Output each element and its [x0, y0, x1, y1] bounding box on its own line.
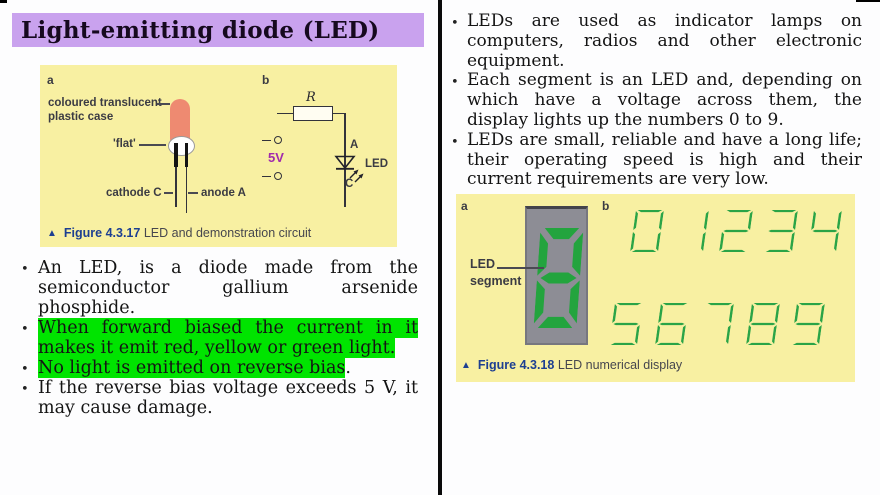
digit-row-5-9	[609, 303, 825, 345]
page-title: Light-emitting diode (LED)	[12, 13, 424, 47]
led-cathode-wire	[175, 167, 177, 207]
bullet-icon: •	[21, 322, 29, 337]
display-digit-8	[533, 228, 584, 328]
seven-segment-display	[525, 206, 588, 345]
diode-cathode-label: C	[345, 178, 354, 190]
bullet-icon: •	[451, 75, 459, 91]
list-item: • When forward biased the current in it …	[20, 318, 418, 358]
figure-part-a-label: a	[461, 199, 468, 213]
edge-artifact-top-right	[856, 0, 880, 2]
bullet-text: Each segment is an LED and, depending on…	[467, 70, 862, 130]
bullet-text-suffix: .	[345, 358, 351, 378]
caption-text: LED numerical display	[557, 358, 683, 372]
cathode-annotation: cathode C	[106, 187, 162, 199]
list-item: • LEDs are used as indicator lamps on co…	[450, 11, 862, 71]
segment-digit-0	[630, 210, 664, 252]
wire-left	[277, 112, 293, 114]
list-item: • If the reverse bias voltage exceeds 5 …	[20, 378, 418, 418]
segment-digit-1	[675, 210, 709, 252]
bullet-icon: •	[451, 134, 459, 150]
caption-text: LED and demonstration circuit	[143, 226, 312, 240]
segment-annotation: LED segment	[470, 257, 522, 288]
led-flange	[168, 136, 195, 156]
terminal-circle-bottom	[274, 172, 282, 180]
terminal-dash-bottom	[262, 175, 271, 177]
led-plastic-case	[170, 99, 190, 141]
right-bullet-list: • LEDs are used as indicator lamps on co…	[450, 11, 862, 190]
anode-annotation-line	[188, 192, 198, 194]
segment-digit-9	[791, 303, 825, 345]
terminal-dash-top	[262, 139, 271, 141]
resistor-box	[293, 106, 333, 121]
figure-part-a-label: a	[47, 73, 54, 87]
edge-artifact-top-left	[0, 0, 7, 3]
figure-part-b-label: b	[602, 199, 610, 213]
bullet-icon: •	[21, 382, 29, 397]
diode-anode-label: A	[350, 139, 359, 151]
list-item: • LEDs are small, reliable and have a lo…	[450, 129, 862, 190]
page-title-text: Light-emitting diode (LED)	[21, 17, 380, 44]
segment-digit-8	[533, 228, 584, 328]
segment-digit-8	[745, 303, 780, 345]
resistor-label: R	[306, 90, 316, 105]
case-annotation: coloured translucent plastic case	[48, 97, 162, 123]
figure-part-b-label: b	[262, 73, 270, 87]
supply-voltage-label: 5V	[268, 150, 284, 165]
diode-led-label: LED	[365, 158, 388, 170]
wire-vertical	[344, 112, 346, 207]
segment-digit-3	[764, 210, 798, 252]
bullet-text: LEDs are small, reliable and have a long…	[467, 129, 862, 190]
flat-annotation-line	[139, 144, 166, 146]
bullet-text-highlighted: No light is emitted on reverse bias	[38, 358, 346, 378]
bullet-icon: •	[21, 262, 29, 277]
led-diode-symbol	[334, 155, 356, 170]
figure-caption: ▲ Figure 4.3.17 LED and demonstration cir…	[47, 226, 311, 240]
bullet-icon: •	[451, 16, 459, 31]
led-anode-lead	[184, 143, 188, 167]
terminal-circle-top	[274, 136, 282, 144]
bullet-text-highlighted: When forward biased the current in it ma…	[38, 318, 418, 358]
bullet-text: An LED, is a diode made from the semicon…	[38, 258, 418, 318]
segment-annotation-line	[497, 267, 544, 269]
led-anode-wire	[185, 167, 187, 213]
flat-annotation: 'flat'	[113, 138, 136, 150]
segment-digit-6	[654, 303, 689, 345]
figure-caption: ▲ Figure 4.3.18 LED numerical display	[461, 358, 682, 372]
caption-triangle-icon: ▲	[47, 228, 57, 239]
list-item: • No light is emitted on reverse bias.	[20, 358, 418, 378]
bullet-icon: •	[21, 362, 29, 377]
left-bullet-list: • An LED, is a diode made from the semic…	[20, 258, 418, 418]
caption-number: Figure 4.3.17	[63, 226, 141, 240]
list-item: • Each segment is an LED and, depending …	[450, 71, 862, 130]
segment-digit-2	[719, 210, 753, 252]
bullet-text: LEDs are used as indicator lamps on comp…	[467, 11, 862, 71]
figure-led-and-circuit: a b coloured translucent plastic case 'f…	[40, 65, 397, 247]
caption-number: Figure 4.3.18	[477, 358, 555, 372]
caption-triangle-icon: ▲	[461, 360, 471, 371]
led-cathode-lead	[174, 143, 178, 167]
segment-digit-7	[700, 303, 734, 345]
cathode-annotation-line	[164, 192, 173, 194]
segment-digit-4	[808, 210, 842, 252]
column-divider	[438, 0, 442, 495]
case-annotation-line	[157, 103, 170, 105]
bullet-text: If the reverse bias voltage exceeds 5 V,…	[38, 378, 418, 418]
segment-digit-5	[609, 303, 643, 345]
light-emission-arrows-icon	[349, 169, 364, 183]
list-item: • An LED, is a diode made from the semic…	[20, 258, 418, 318]
wire-right	[333, 112, 346, 114]
figure-led-numerical-display: a b LED segment ▲ Figure 4.3.18 LED numer…	[456, 194, 855, 382]
digit-row-0-4	[630, 210, 842, 252]
anode-annotation: anode A	[201, 187, 246, 199]
